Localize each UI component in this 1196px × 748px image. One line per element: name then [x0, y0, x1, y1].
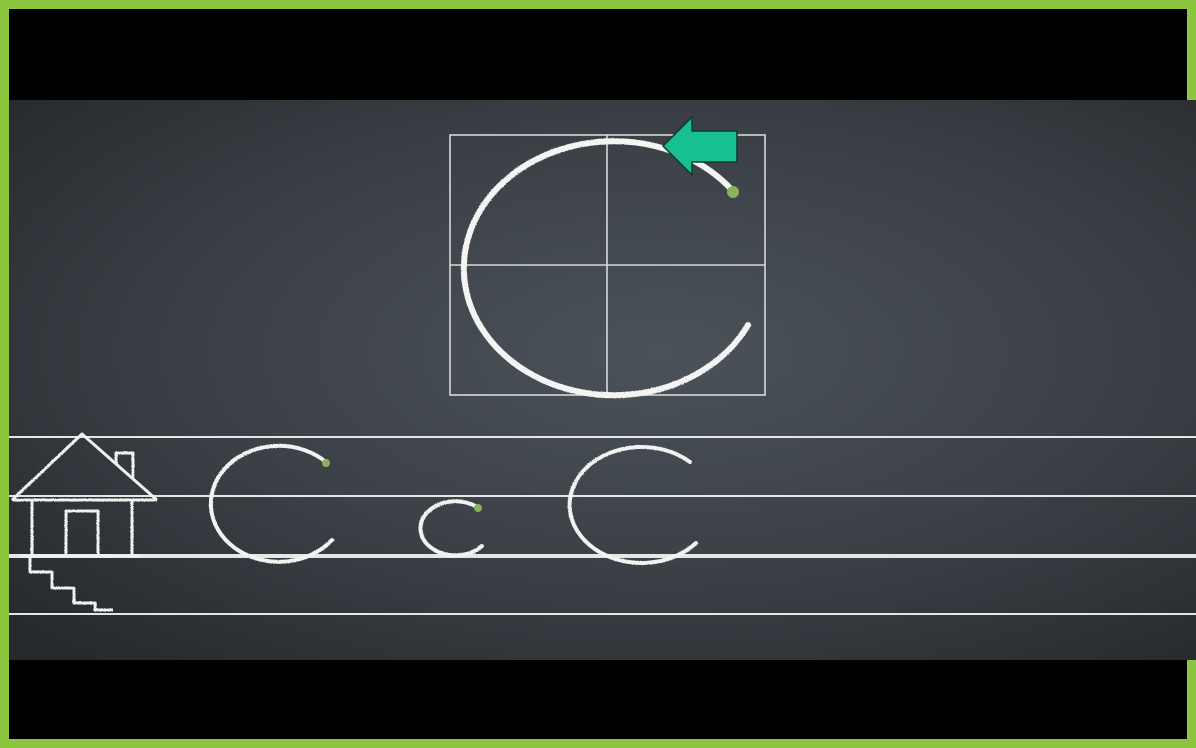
start-dot: [474, 504, 482, 512]
start-dot: [727, 186, 739, 198]
start-dot: [322, 459, 330, 467]
chalkboard: [9, 100, 1196, 660]
